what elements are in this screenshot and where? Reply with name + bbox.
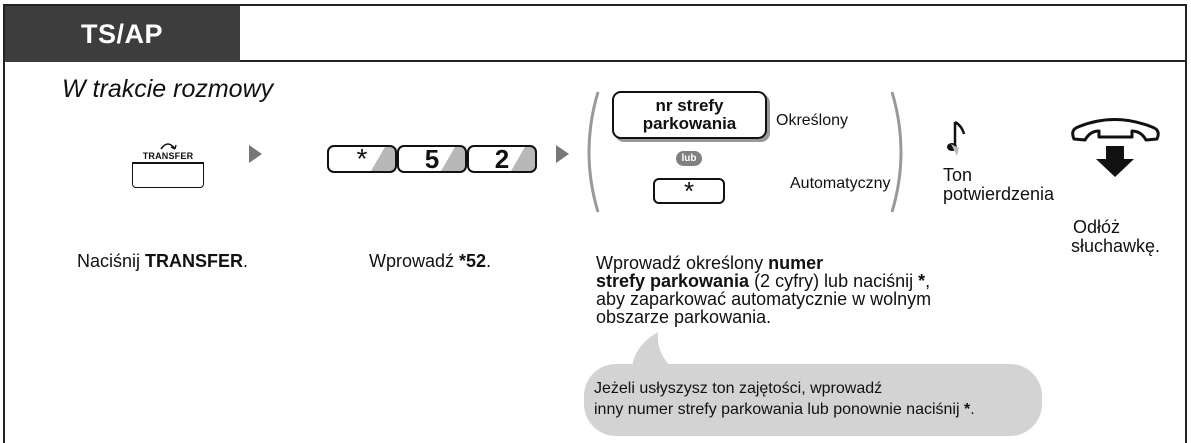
zone-caption-line2-bold: strefy parkowania (596, 271, 750, 291)
note-line2-star: * (963, 401, 971, 418)
zone-caption-line2: strefy parkowania (2 cyfry) lub naciśnij… (596, 272, 931, 290)
procedure-frame (3, 4, 1187, 443)
music-note-icon (947, 120, 966, 156)
zone-key-line2: parkowania (642, 114, 737, 133)
transfer-caption-text: Naciśnij (77, 251, 146, 271)
transfer-key-label: TRANSFER (142, 151, 194, 161)
step-arrow-2 (556, 145, 569, 163)
zone-caption-line2-end: , (925, 271, 931, 291)
zone-caption-line4: obszarze parkowania. (596, 307, 772, 327)
auto-star-key: * (653, 175, 725, 206)
zone-number-key: nr strefy parkowania (612, 91, 767, 139)
or-badge-label: lub (681, 153, 697, 164)
zone-caption-line1-text: Wprowadź określony (596, 253, 769, 273)
hangup-caption: Odłóż słuchawkę. (1071, 217, 1161, 256)
transfer-key: TRANSFER (130, 138, 206, 188)
tone-line2: potwierdzenia (943, 184, 1055, 204)
or-badge: lub (676, 151, 702, 166)
note-bubble-tail (632, 332, 672, 368)
zone-caption-line1-bold: numer (768, 253, 824, 273)
hang-up-handset-icon (1071, 118, 1160, 177)
transfer-icon (160, 143, 177, 150)
mode-tab: TS/AP (5, 6, 240, 62)
choice-brackets (587, 91, 903, 213)
note-bubble (584, 364, 1042, 436)
hangup-line2: słuchawkę. (1071, 236, 1161, 256)
digit-5-label: 5 (424, 143, 440, 174)
star-key-label: * (356, 143, 368, 174)
note-line2: inny numer strefy parkowania lub ponowni… (594, 399, 975, 420)
zone-caption-line2-text: (2 cyfry) lub naciśnij (749, 271, 919, 291)
code-caption-bold: *52 (459, 251, 487, 271)
code-caption: Wprowadź *52. (369, 252, 491, 271)
transfer-key-body (132, 162, 204, 188)
transfer-caption-bold: TRANSFER (145, 251, 244, 271)
note-text: Jeżeli usłyszysz ton zajętości, wprowadź… (594, 378, 975, 420)
star-key: * (327, 143, 397, 174)
tone-line1: Ton (943, 165, 973, 185)
header-rule (240, 60, 1185, 62)
code-caption-text: Wprowadź (369, 251, 460, 271)
note-line1: Jeżeli usłyszysz ton zajętości, wprowadź (594, 380, 883, 397)
transfer-caption-end: . (243, 251, 249, 271)
tone-caption: Ton potwierdzenia (943, 166, 1054, 204)
step-arrow-1 (249, 145, 262, 163)
hangup-line1: Odłóż (1073, 217, 1121, 237)
auto-label: Automatyczny (790, 175, 891, 192)
specified-label: Określony (776, 112, 849, 129)
zone-caption-line3: aby zaparkować automatycznie w wolnym (596, 289, 932, 309)
transfer-caption: Naciśnij TRANSFER. (77, 252, 248, 271)
digit-5-key: 5 (397, 143, 467, 174)
zone-caption-line2-star: * (918, 271, 926, 291)
mode-label: TS/AP (81, 19, 164, 49)
code-caption-end: . (486, 251, 492, 271)
note-line2-text: inny numer strefy parkowania lub ponowni… (594, 401, 964, 418)
digit-2-label: 2 (494, 143, 510, 174)
zone-key-line1: nr strefy (655, 96, 724, 115)
zone-caption: Wprowadź określony numer strefy parkowan… (596, 254, 931, 326)
auto-star-label: * (683, 175, 695, 206)
digit-2-key: 2 (467, 143, 537, 174)
note-line2-end: . (970, 401, 975, 418)
zone-caption-line1: Wprowadź określony numer (596, 254, 931, 272)
context-title: W trakcie rozmowy (62, 75, 274, 103)
